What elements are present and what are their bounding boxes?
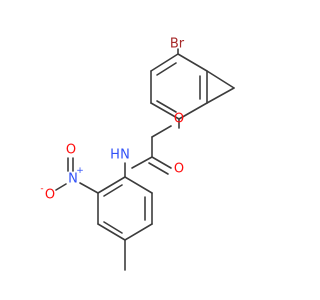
bond-methyl-upper xyxy=(206,70,235,89)
aromatic-bond xyxy=(103,184,123,197)
bond xyxy=(97,223,126,241)
bond-methyl-upper-end xyxy=(206,87,235,104)
nitro-oxygen-upper-label: O xyxy=(66,143,76,158)
amide-nitrogen-label: N xyxy=(120,148,130,163)
bond xyxy=(124,176,153,194)
amide-hydrogen-label: H xyxy=(110,148,120,163)
nitrophenyl-ring xyxy=(97,176,153,241)
bond xyxy=(150,53,179,72)
bond-c-o-double-a xyxy=(151,156,172,169)
bond xyxy=(97,176,126,194)
carbonyl-oxygen-label: O xyxy=(174,162,184,177)
bromine-atom-label: Br xyxy=(170,37,185,52)
bond-c-o-double-b xyxy=(148,162,169,175)
aromatic-bond xyxy=(156,62,177,76)
bond xyxy=(124,223,153,241)
nitro-plus-charge: + xyxy=(76,166,84,176)
nitro-nitrogen-label: N xyxy=(68,172,78,187)
bond-ring-no2 xyxy=(79,182,99,194)
nitro-oxygen-lower-label: O xyxy=(45,188,55,203)
ether-oxygen-label: O xyxy=(174,112,184,127)
bond-n-o-lower xyxy=(55,183,67,191)
bond xyxy=(150,102,180,120)
aromatic-bond xyxy=(156,100,177,113)
bond-c-n xyxy=(131,156,153,169)
bond xyxy=(177,53,208,72)
molecule-structure-diagram: Br O O H N N + O O - xyxy=(40,37,235,271)
bond xyxy=(178,102,208,120)
aromatic-bond xyxy=(103,221,123,234)
bond-o-ch2 xyxy=(151,125,172,138)
nitro-minus-charge: - xyxy=(40,184,43,194)
bromophenyl-ring xyxy=(150,53,208,120)
